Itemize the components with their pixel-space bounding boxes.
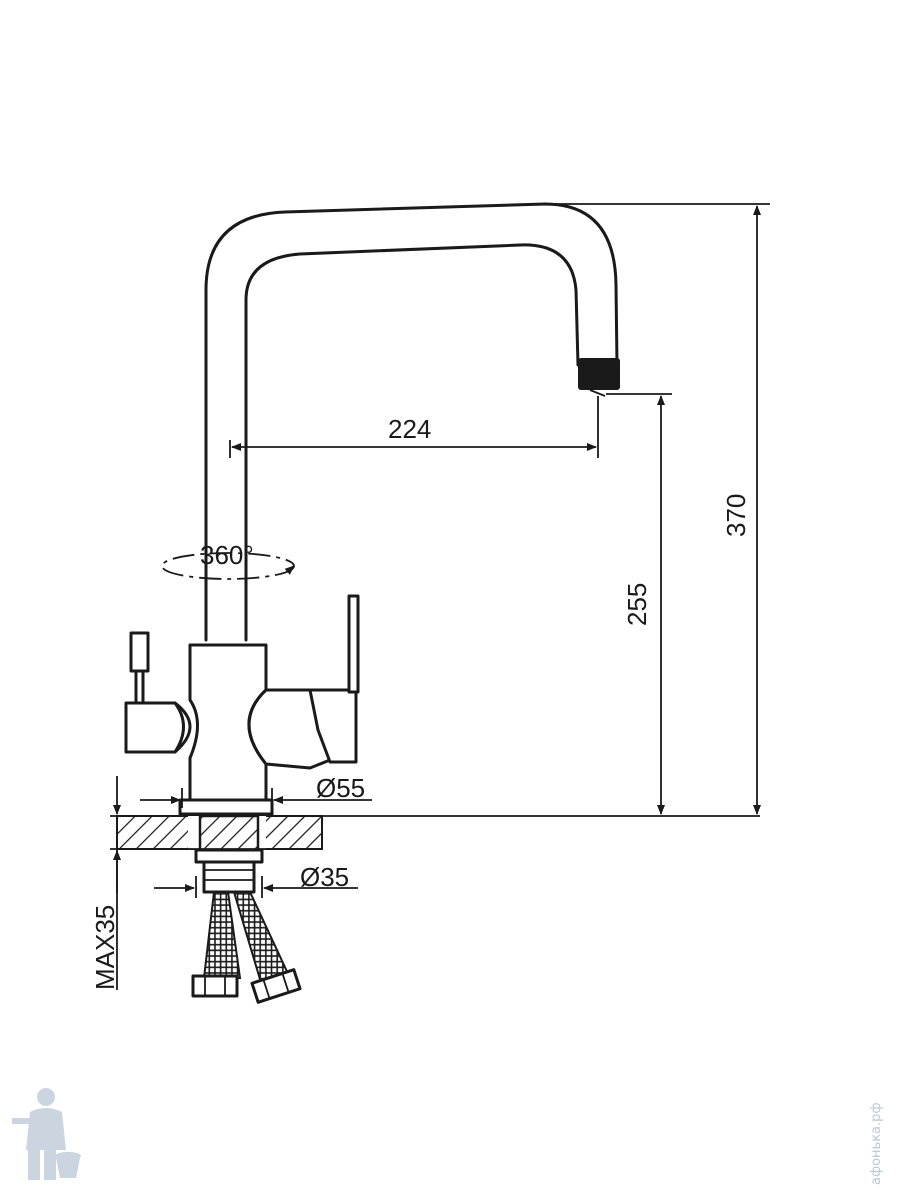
mixer-lever bbox=[347, 594, 360, 694]
rotation-label: 360° bbox=[200, 540, 254, 570]
dimension-base-diameter: Ø55 bbox=[140, 773, 372, 808]
plumber-mascot-icon bbox=[12, 1088, 81, 1180]
dimension-total-height: 370 bbox=[548, 203, 770, 815]
faucet-body bbox=[124, 594, 360, 816]
dimension-spout-height: 255 bbox=[606, 393, 672, 815]
max-thickness-label: MAX35 bbox=[90, 905, 120, 990]
dimension-hole-diameter: Ø35 bbox=[154, 862, 358, 898]
flexible-hoses bbox=[191, 891, 302, 1004]
hole-diameter-label: Ø35 bbox=[300, 862, 349, 892]
hose-fitting-left bbox=[191, 974, 239, 998]
mounting-stud bbox=[194, 814, 264, 894]
spout-nozzle bbox=[578, 358, 620, 390]
left-valve-handle bbox=[129, 631, 150, 673]
spout bbox=[204, 202, 620, 642]
dimension-reach: 224 bbox=[229, 396, 599, 458]
watermark-text: афонька.рф bbox=[869, 1102, 884, 1185]
dimension-max-thickness: MAX35 bbox=[90, 776, 121, 990]
mounting-nut bbox=[202, 860, 256, 894]
reach-label: 224 bbox=[388, 414, 431, 444]
base-flange bbox=[178, 798, 274, 816]
total-height-label: 370 bbox=[721, 494, 751, 537]
rotation-indicator: 360° bbox=[161, 540, 295, 580]
left-valve bbox=[124, 701, 185, 754]
base-diameter-label: Ø55 bbox=[316, 773, 365, 803]
hose-fitting-right bbox=[250, 968, 302, 1004]
spout-height-label: 255 bbox=[622, 583, 652, 626]
